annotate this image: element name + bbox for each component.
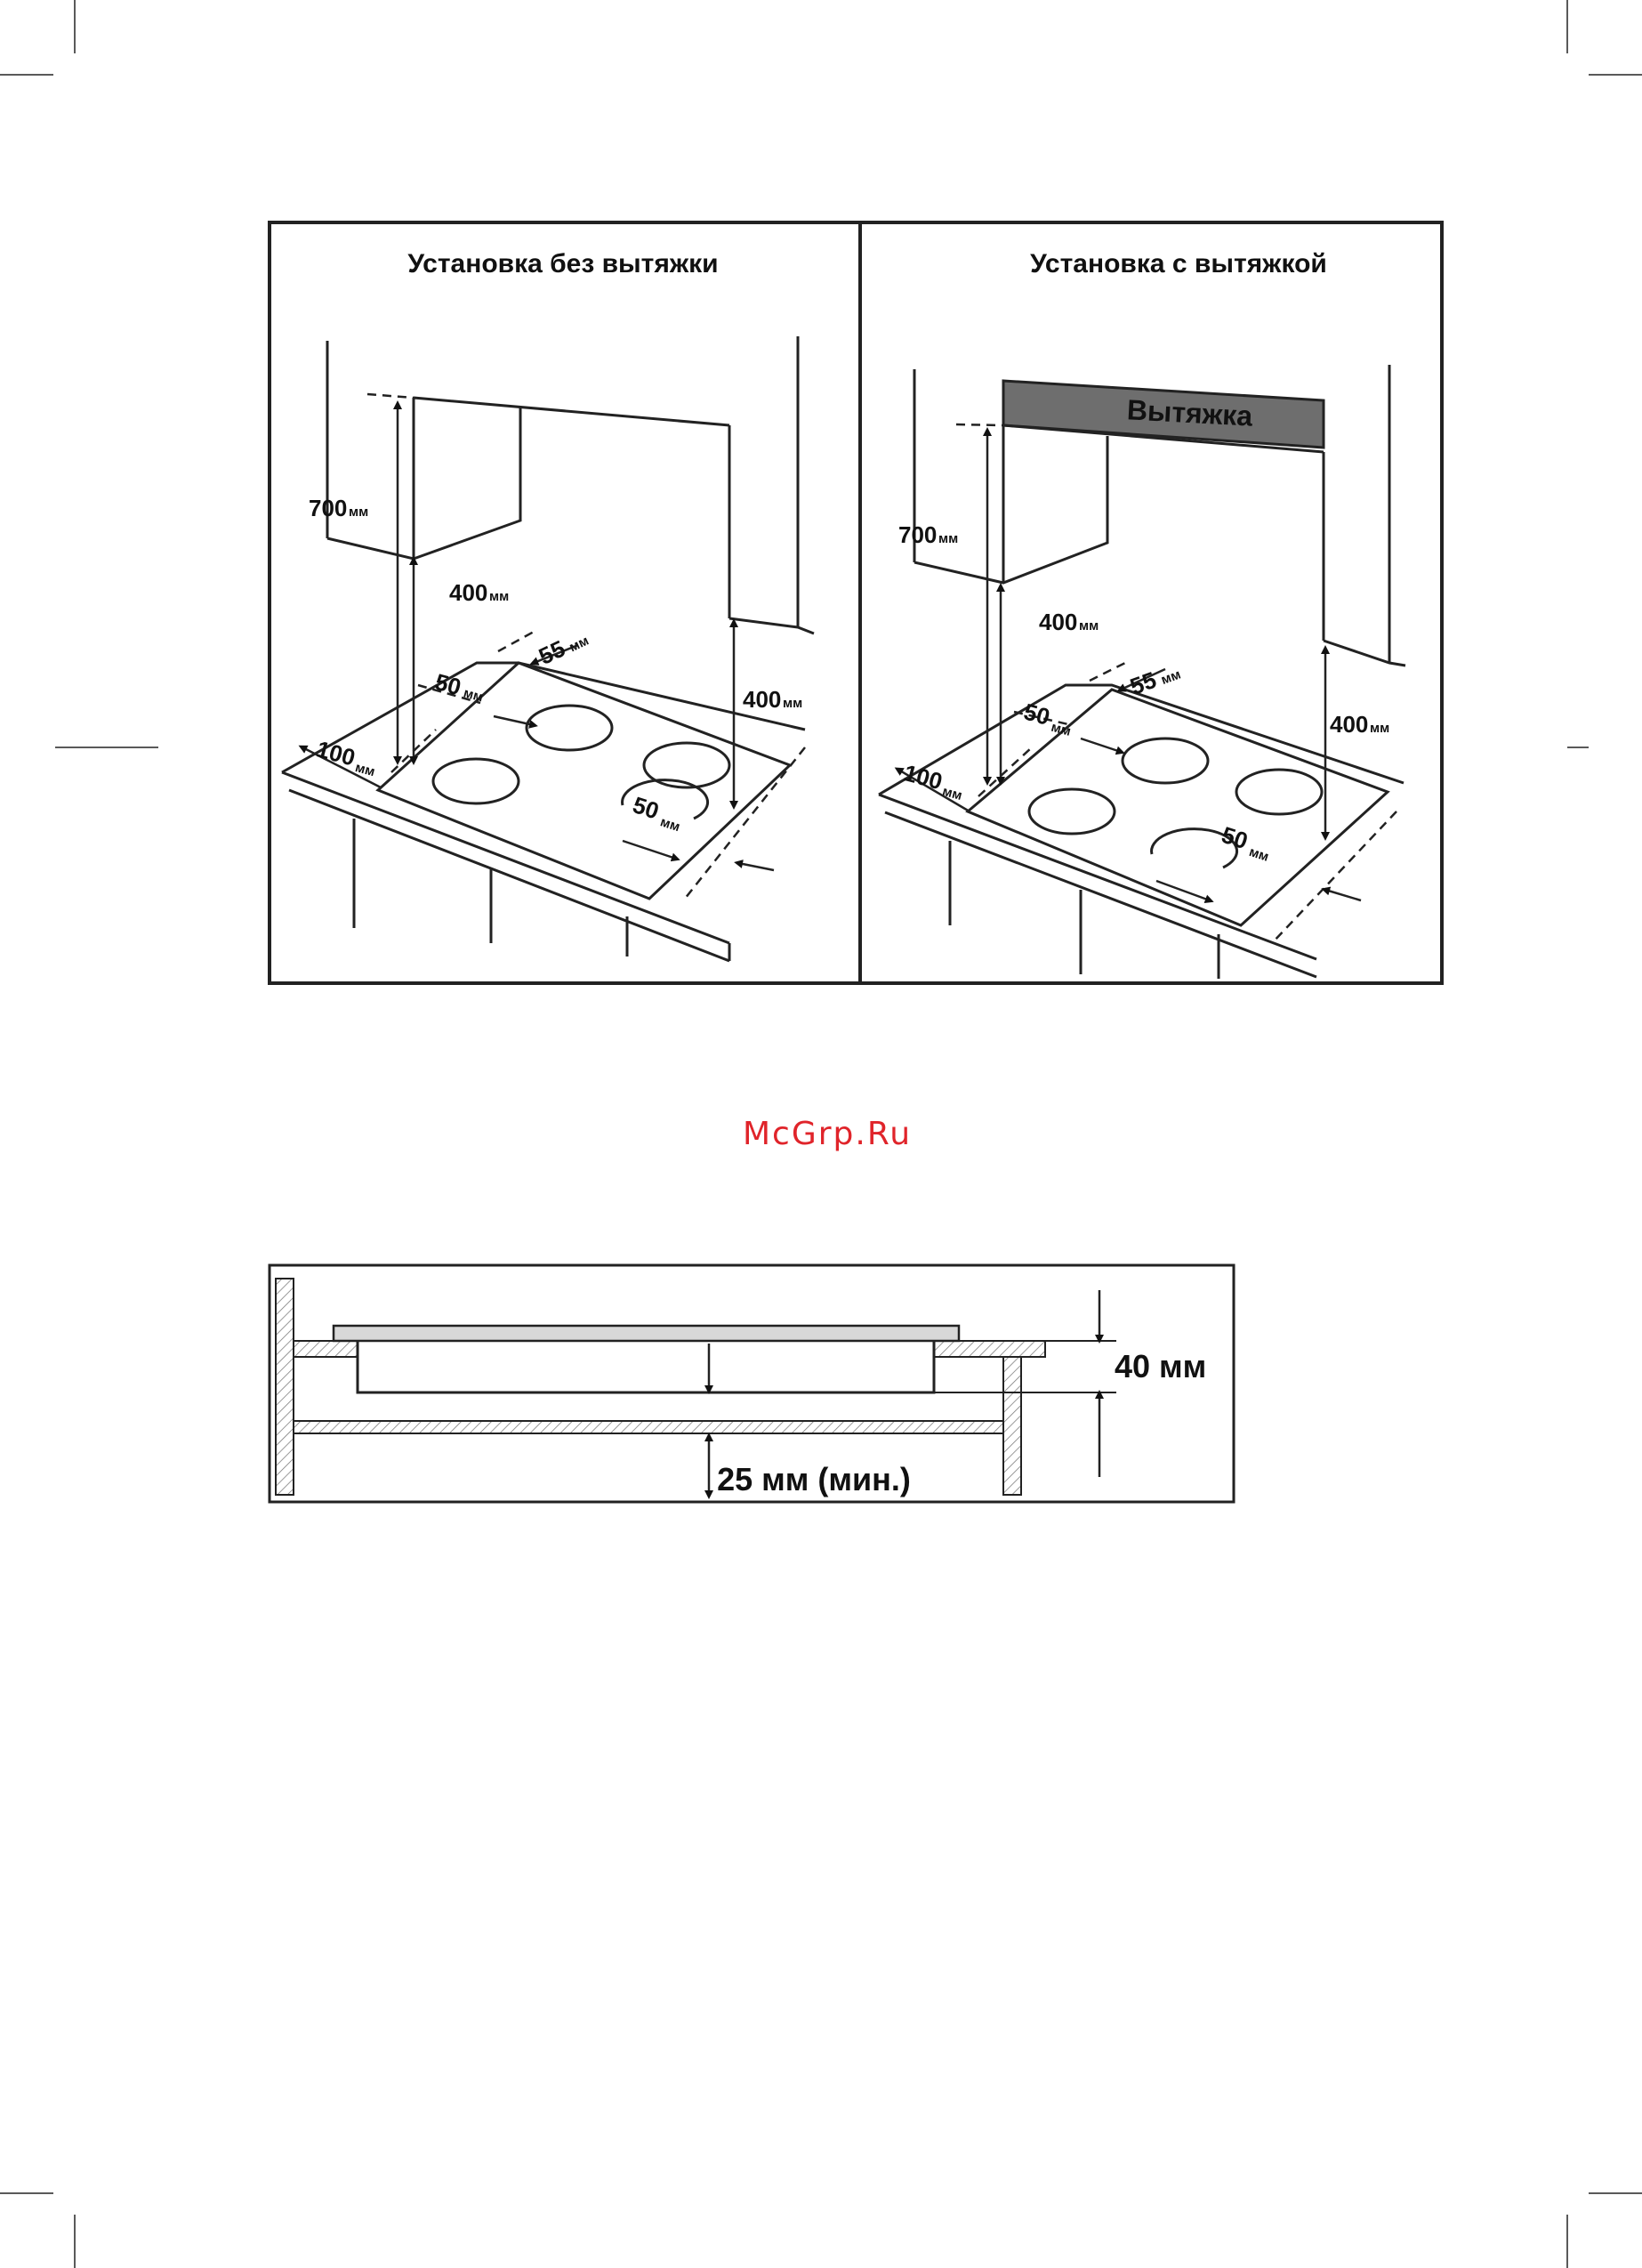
svg-text:мм: мм	[1079, 618, 1099, 634]
depth-label: 40 мм	[1115, 1348, 1206, 1384]
svg-text:мм: мм	[349, 504, 368, 520]
svg-text:400: 400	[449, 579, 487, 606]
gap-label: 25 мм (мин.)	[717, 1461, 911, 1497]
svg-text:400: 400	[1330, 711, 1368, 738]
right-wall	[1003, 1357, 1021, 1495]
left-panel-title: Установка без вытяжки	[407, 249, 718, 278]
installation-diagrams: Установка без вытяжки	[270, 222, 1442, 983]
right-panel-title: Установка с вытяжкой	[1030, 249, 1327, 278]
svg-text:мм: мм	[1370, 721, 1389, 736]
shelf	[294, 1421, 1003, 1433]
svg-text:700: 700	[898, 521, 937, 548]
svg-text:мм: мм	[783, 696, 802, 711]
left-wall	[276, 1279, 294, 1495]
watermark: McGrp.Ru	[743, 1116, 912, 1152]
left-counter	[294, 1341, 358, 1357]
svg-text:400: 400	[1039, 609, 1077, 635]
right-counter	[934, 1341, 1045, 1357]
hood-label: Вытяжка	[1126, 393, 1253, 432]
svg-text:700: 700	[309, 495, 347, 521]
svg-text:мм: мм	[938, 531, 958, 546]
svg-text:400: 400	[743, 686, 781, 713]
cross-section-diagram: 25 мм (мин.) 40 мм	[270, 1265, 1234, 1502]
hob-glass	[334, 1326, 959, 1341]
svg-text:мм: мм	[489, 589, 509, 604]
